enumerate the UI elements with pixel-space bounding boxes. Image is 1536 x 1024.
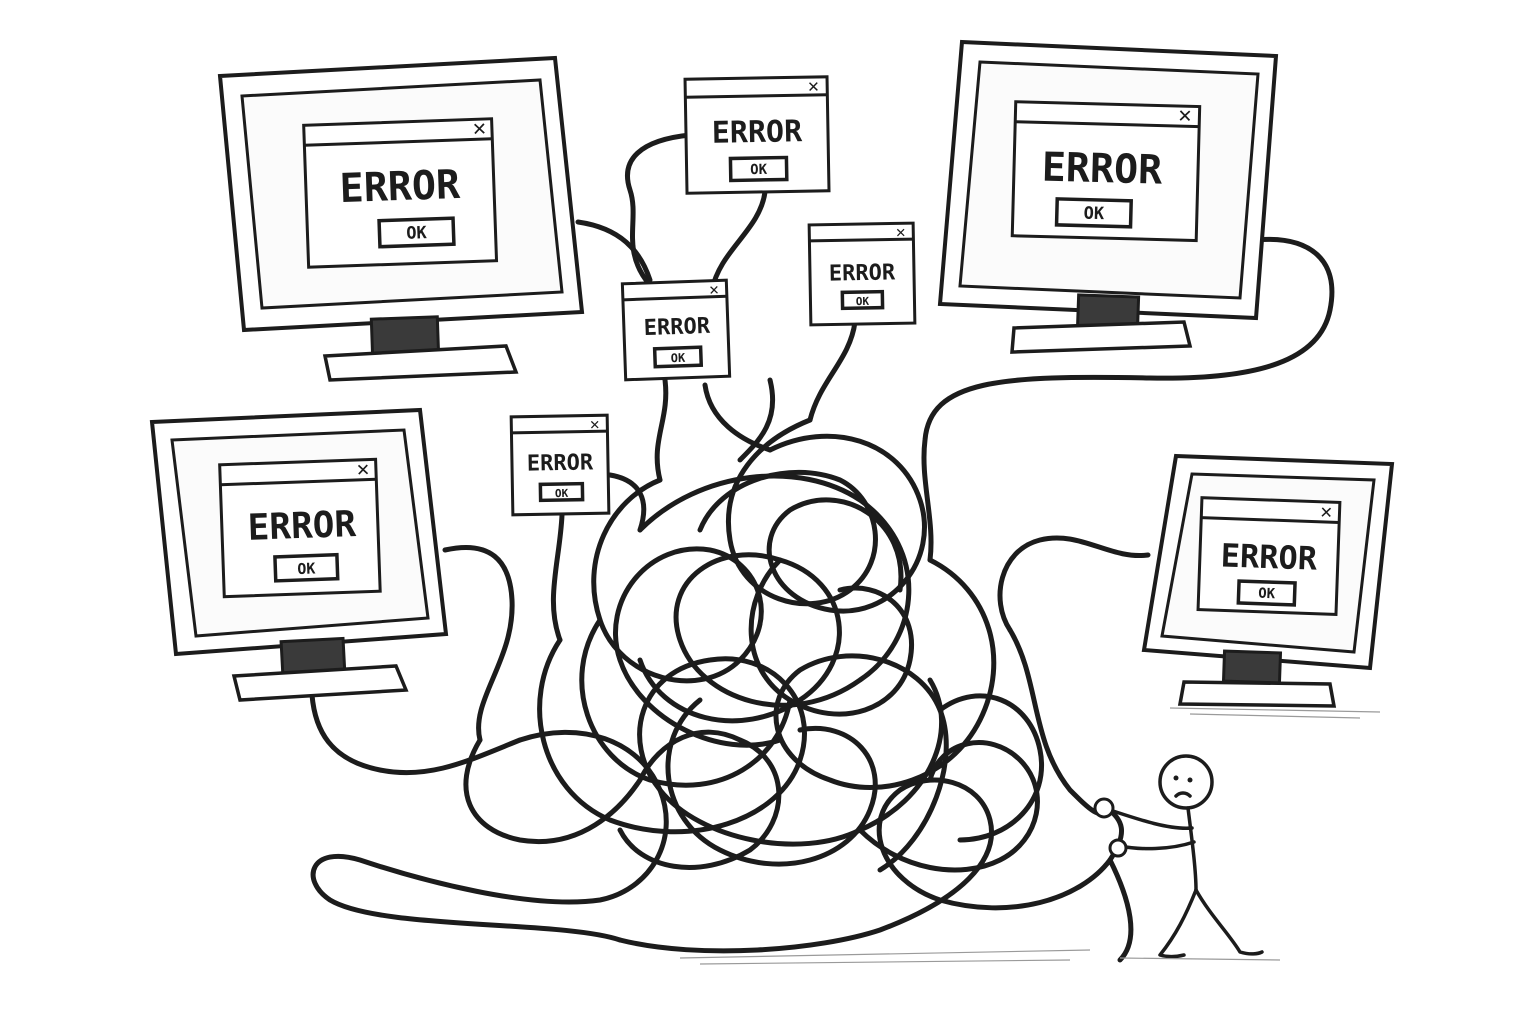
close-icon[interactable]: ✕ [589, 418, 600, 433]
monitor-mid-right: ✕ ERROR OK [1141, 453, 1395, 708]
error-message: ERROR [247, 504, 357, 549]
ok-button-label: OK [555, 487, 569, 500]
error-dialog: ✕ ERROR OK [1196, 496, 1342, 616]
monitor-mid-left: ✕ ERROR OK [149, 407, 449, 702]
error-dialog: ✕ ERROR OK [1010, 100, 1202, 243]
ok-button-label: OK [406, 223, 428, 244]
popup-left: ✕ ERROR OK [509, 413, 611, 517]
close-icon[interactable]: ✕ [1177, 106, 1193, 127]
popup-center-right: ✕ ERROR OK [807, 221, 917, 327]
ok-button[interactable] [1054, 197, 1133, 229]
ok-button[interactable] [840, 289, 885, 311]
ok-button[interactable] [538, 481, 585, 503]
error-message: ERROR [829, 260, 896, 286]
ok-button-label: OK [297, 559, 316, 578]
close-icon[interactable]: ✕ [472, 119, 488, 141]
ok-button-label: OK [856, 295, 870, 308]
error-message: ERROR [339, 162, 462, 212]
close-icon[interactable]: ✕ [1319, 503, 1333, 522]
popup-top-center: ✕ ERROR OK [683, 75, 831, 195]
ground-shading [679, 707, 1381, 965]
error-message: ERROR [527, 450, 594, 476]
ok-button-label: OK [1083, 204, 1105, 225]
error-message: ERROR [1041, 144, 1163, 193]
ok-button[interactable] [377, 216, 456, 249]
error-dialog: ✕ ERROR OK [218, 457, 382, 599]
ok-button-label: OK [750, 162, 768, 178]
ok-button-label: OK [671, 351, 687, 366]
popup-center: ✕ ERROR OK [620, 278, 732, 382]
error-message: ERROR [1220, 536, 1318, 577]
error-message: ERROR [712, 114, 804, 151]
monitor-top-left: ✕ ERROR OK [217, 55, 585, 382]
monitor-top-right: ✕ ERROR OK [937, 39, 1279, 354]
cable-bundle [309, 132, 1335, 963]
close-icon[interactable]: ✕ [807, 78, 820, 96]
ok-button[interactable] [652, 345, 704, 369]
ok-button[interactable] [1236, 579, 1297, 607]
close-icon[interactable]: ✕ [708, 283, 719, 298]
close-icon[interactable]: ✕ [895, 226, 906, 241]
ok-button[interactable] [728, 155, 789, 183]
stick-figure [1093, 754, 1264, 959]
ok-button-label: OK [1258, 586, 1276, 603]
close-icon[interactable]: ✕ [356, 461, 371, 481]
ok-button[interactable] [273, 552, 340, 583]
error-dialog: ✕ ERROR OK [302, 117, 499, 269]
error-message: ERROR [643, 314, 711, 341]
